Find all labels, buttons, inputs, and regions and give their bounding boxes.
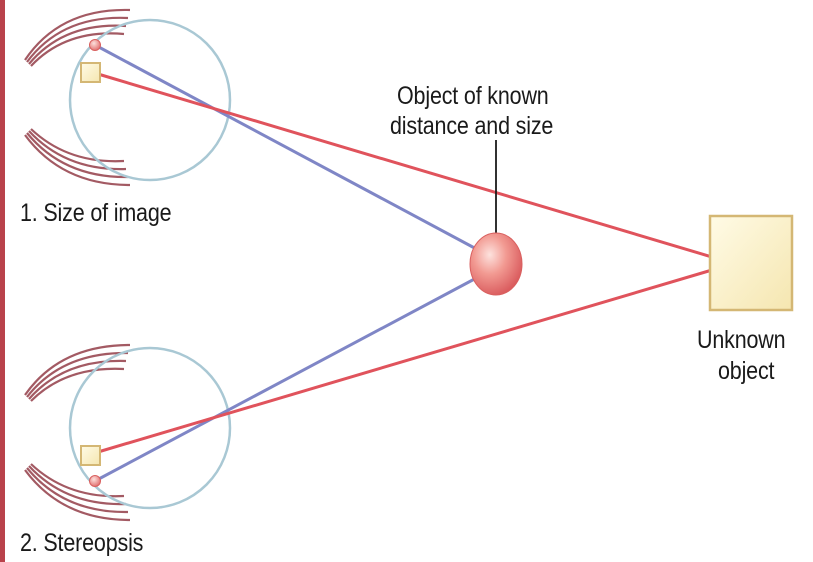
eyelash-icon xyxy=(24,8,131,187)
label-stereopsis: 2. Stereopsis xyxy=(20,529,144,557)
retina-square-icon xyxy=(80,62,101,83)
square-object-icon xyxy=(708,214,794,312)
red-ray-bottom xyxy=(97,268,713,454)
retina-sphere-icon xyxy=(89,475,101,487)
eye-icon xyxy=(68,346,232,510)
sphere-icon xyxy=(469,232,523,296)
label-unknown-object-line2: object xyxy=(718,357,775,385)
retina-square-icon xyxy=(80,445,101,466)
eye-icon xyxy=(68,18,232,182)
eyelash-icon xyxy=(24,343,131,522)
label-known-object-line1: Object of known xyxy=(397,82,549,110)
label-unknown-object-line1: Unknown xyxy=(697,326,786,354)
eye-bottom xyxy=(24,343,232,522)
left-border xyxy=(0,0,5,562)
red-ray-top xyxy=(97,72,713,259)
blue-ray-top xyxy=(94,43,483,254)
label-known-object-line2: distance and size xyxy=(390,112,554,140)
retina-sphere-icon xyxy=(89,39,101,51)
blue-ray-bottom xyxy=(94,273,483,483)
label-size-of-image: 1. Size of image xyxy=(20,199,172,227)
eye-top xyxy=(24,8,232,187)
